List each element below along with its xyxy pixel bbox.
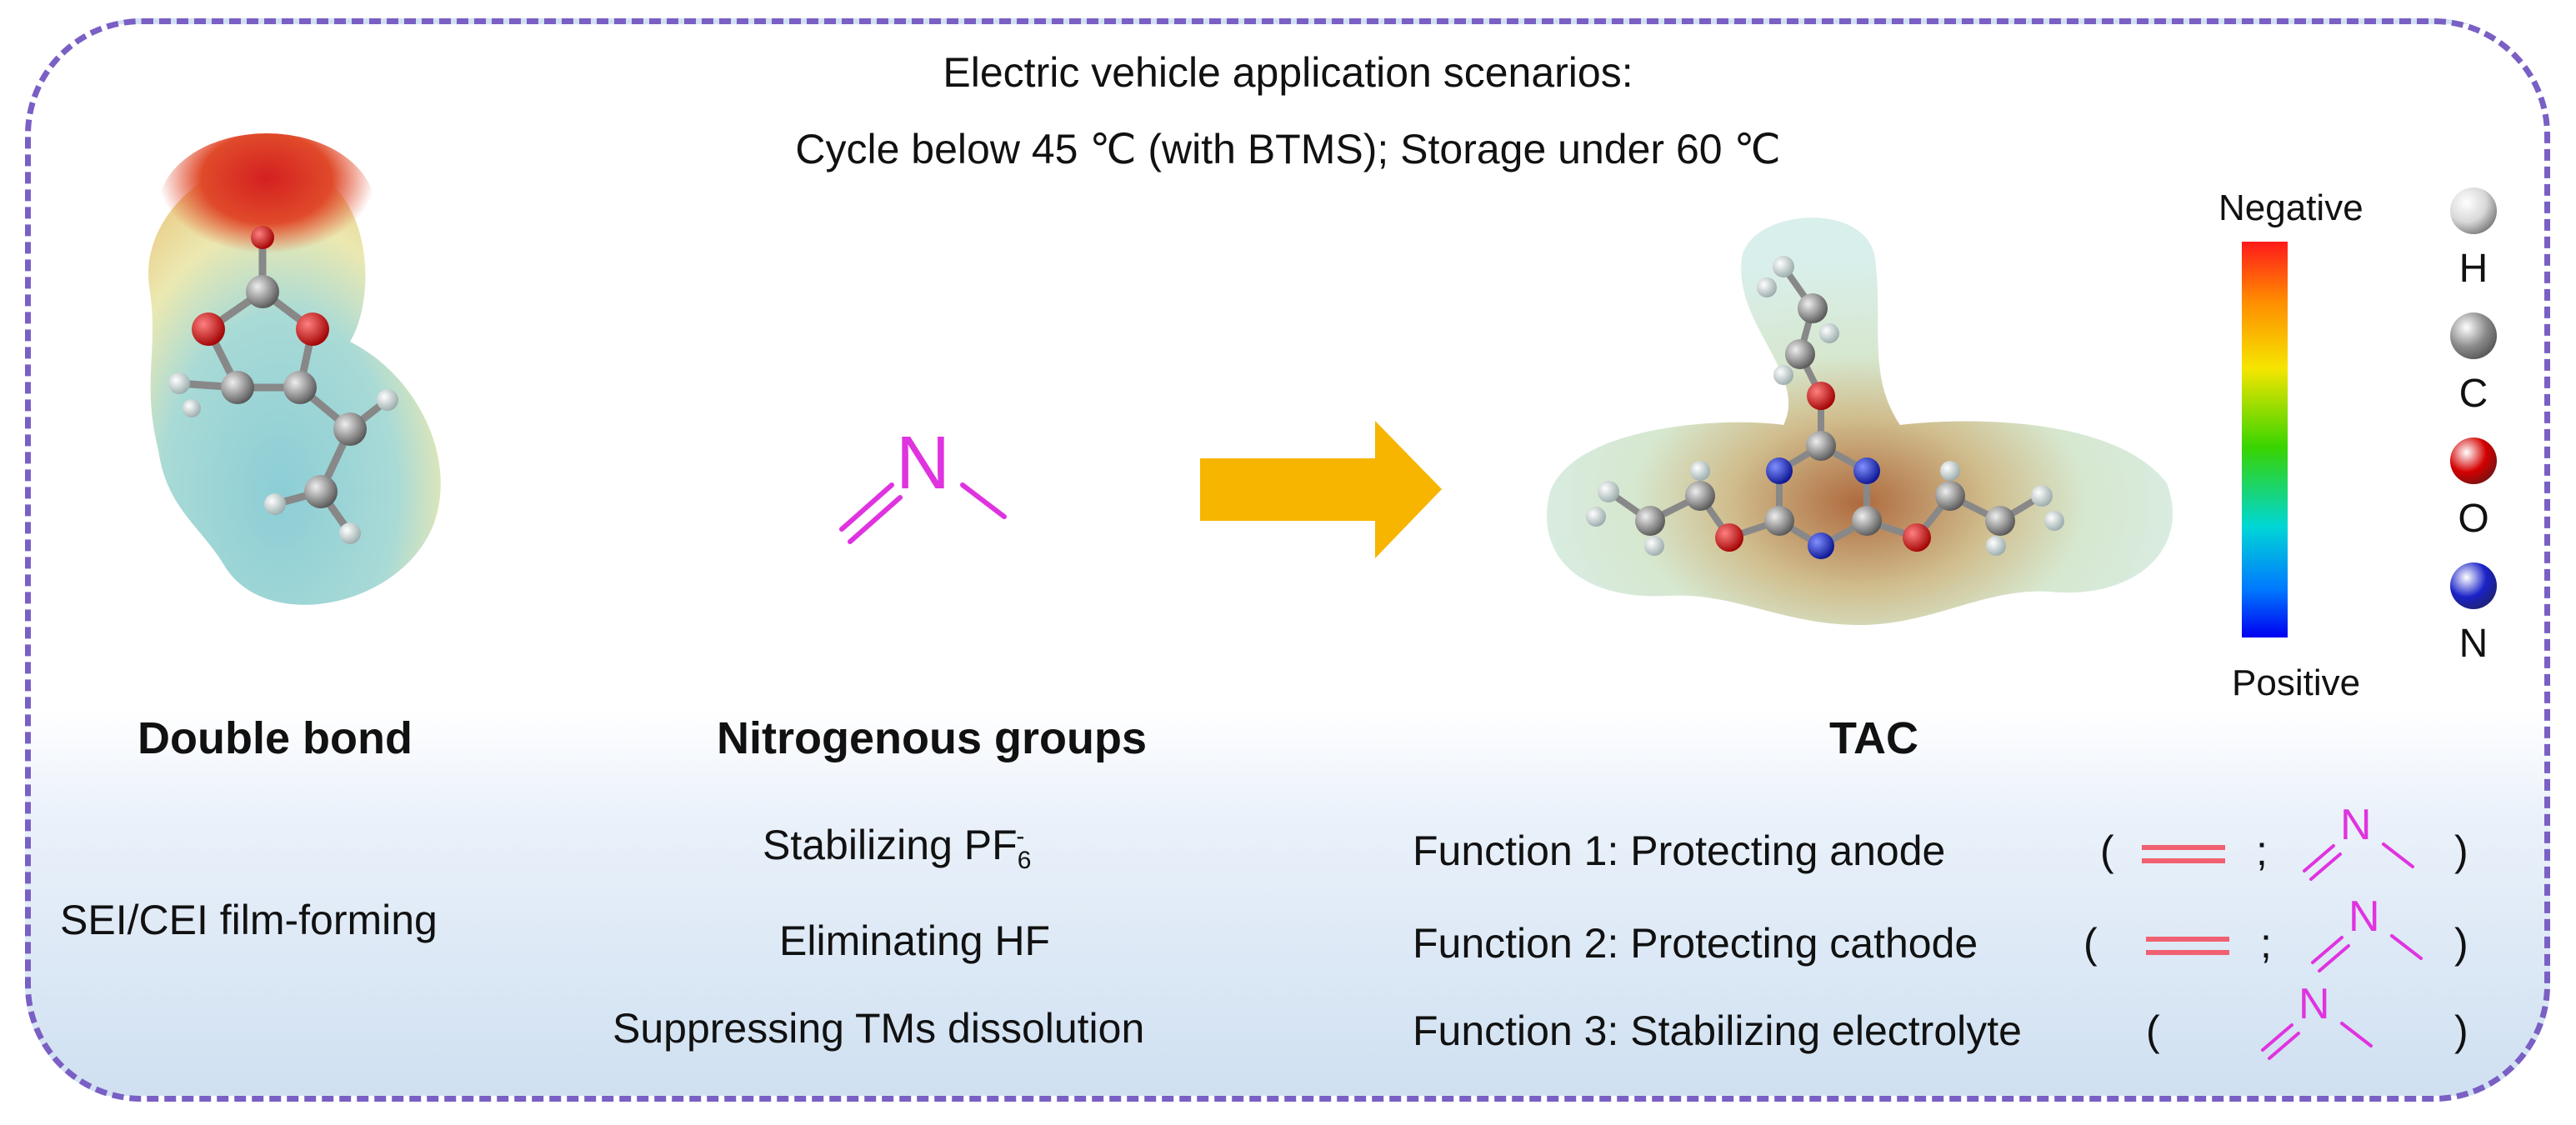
function-1-close: ) xyxy=(2454,828,2468,874)
double-bond-molecule xyxy=(148,133,441,605)
colorbar-negative-label: Negative xyxy=(2218,188,2363,228)
suppressing-tms-text: Suppressing TMs dissolution xyxy=(613,1005,1145,1052)
function-2-text: Function 2: Protecting cathode xyxy=(1413,920,1978,967)
stab-sub: 6 xyxy=(1017,847,1032,874)
atom-sphere-n-icon xyxy=(2450,562,2497,609)
atom-symbol-c: C xyxy=(2458,372,2488,416)
function-3-nitrogen-bonds-icon xyxy=(2261,1022,2373,1060)
transform-arrow xyxy=(1200,421,1442,558)
film-forming-text: SEI/CEI film-forming xyxy=(60,897,438,943)
function-1-text: Function 1: Protecting anode xyxy=(1413,828,1946,874)
stab-prefix: Stabilizing PF xyxy=(763,822,1018,868)
header-line2: Cycle below 45 ℃ (with BTMS); Storage un… xyxy=(795,126,1781,172)
nitrogen-symbol: N xyxy=(896,422,950,505)
function-2-open: ( xyxy=(2083,920,2098,967)
function-3-text: Function 3: Stabilizing electrolyte xyxy=(1413,1008,2022,1054)
double-bond-label: Double bond xyxy=(138,713,413,763)
function-1-nitrogen-bonds-icon xyxy=(2303,842,2414,881)
stabilizing-pf6-text: Stabilizing PF6- xyxy=(763,821,1031,875)
function-1-open: ( xyxy=(2100,828,2114,874)
atom-sphere-h-icon xyxy=(2450,188,2497,234)
colorbar-positive-label: Positive xyxy=(2232,662,2361,703)
function-2-nitrogen-bonds-icon xyxy=(2311,934,2423,972)
atom-sphere-c-icon xyxy=(2450,312,2497,359)
atom-symbol-n: N xyxy=(2458,622,2488,666)
function-3-n-symbol: N xyxy=(2298,980,2330,1028)
function-1-double-bond-icon xyxy=(2142,845,2225,863)
function-3-open: ( xyxy=(2146,1008,2160,1054)
function-3-close: ) xyxy=(2454,1008,2468,1054)
function-1-sep: ; xyxy=(2256,828,2268,874)
function-2-sep: ; xyxy=(2260,920,2272,967)
header-line1: Electric vehicle application scenarios: xyxy=(943,49,1633,96)
esp-colorbar xyxy=(2242,242,2288,638)
tac-label: TAC xyxy=(1829,713,1918,763)
tac-molecule xyxy=(1547,218,2173,625)
nitrogenous-groups-label: Nitrogenous groups xyxy=(717,713,1147,763)
atom-symbol-o: O xyxy=(2458,497,2489,541)
atom-sphere-o-icon xyxy=(2450,438,2497,484)
function-2-n-symbol: N xyxy=(2348,892,2380,941)
stab-sup: - xyxy=(1016,822,1025,851)
eliminating-hf-text: Eliminating HF xyxy=(779,918,1051,964)
atom-symbol-h: H xyxy=(2458,247,2488,291)
function-1-n-symbol: N xyxy=(2340,801,2372,849)
nitrogen-group-bonds xyxy=(839,482,1007,544)
function-2-close: ) xyxy=(2454,920,2468,967)
function-2-double-bond-icon xyxy=(2146,937,2229,955)
